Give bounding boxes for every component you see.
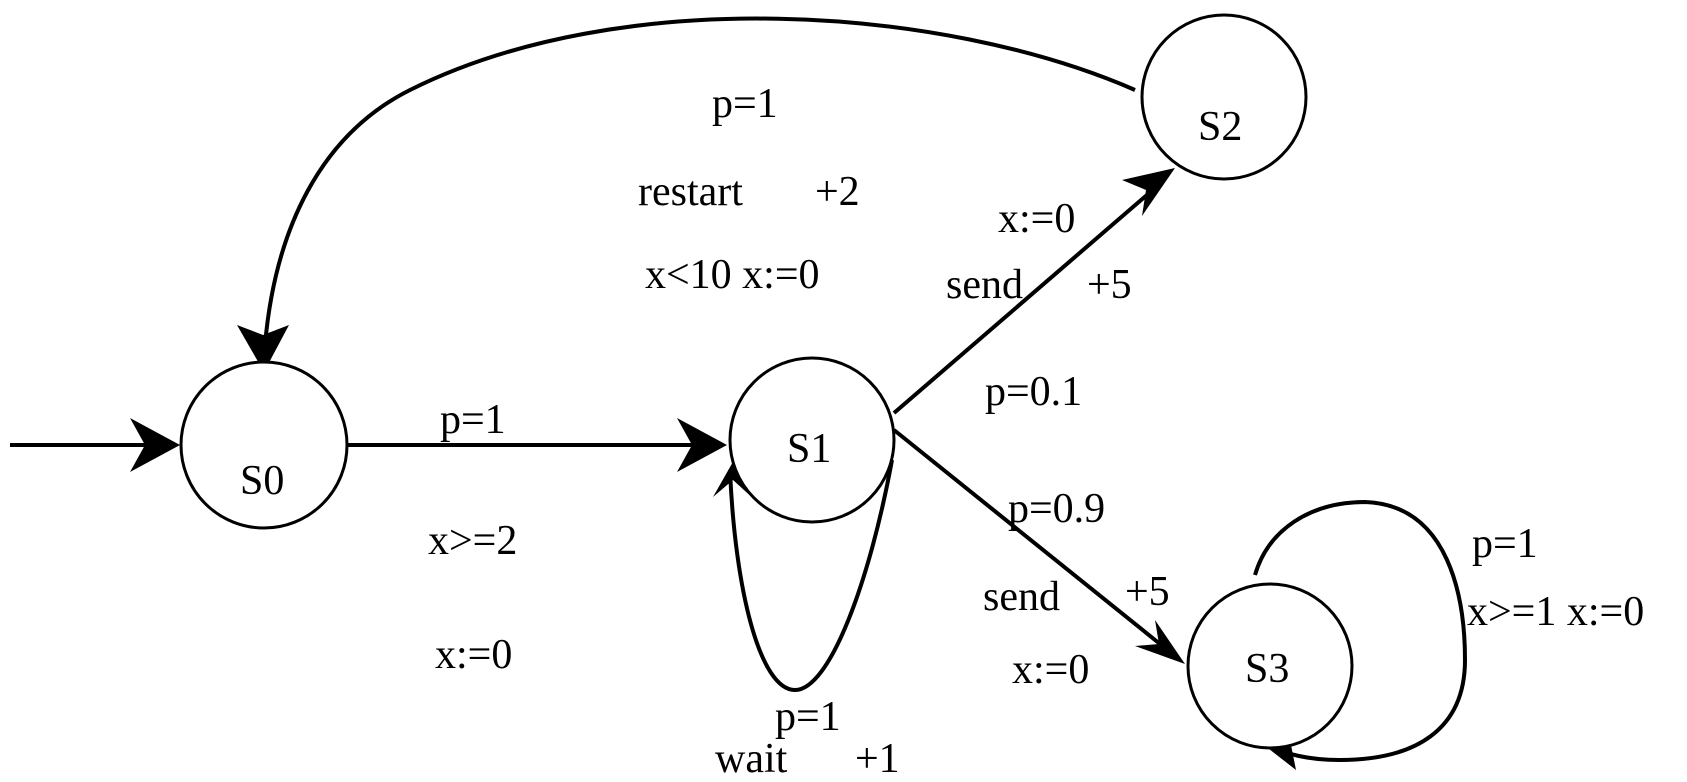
edge-s1-s2 <box>892 186 1157 415</box>
s1-loop-prob: p=1 <box>775 694 841 740</box>
edge-s1-self-loop <box>728 459 894 693</box>
s1-s3-prob: p=0.9 <box>1008 486 1105 532</box>
state-s1 <box>728 356 896 524</box>
s1-s2-action: send <box>946 262 1023 308</box>
state-s2-label: S2 <box>1198 104 1242 150</box>
s3-loop-prob: p=1 <box>1472 521 1538 567</box>
s1-s2-reward: +5 <box>1087 262 1132 308</box>
s1-s3-reward: +5 <box>1125 569 1170 615</box>
edge-s0-s1-arrowhead <box>677 418 727 472</box>
edge-s1-s3-arrowhead <box>1135 620 1185 664</box>
s0-s1-guard: x>=2 <box>428 518 517 564</box>
state-s0-label: S0 <box>240 458 284 504</box>
state-s2 <box>1140 13 1308 181</box>
s2-s0-guard-update: x<10 x:=0 <box>645 252 820 298</box>
s2-s0-prob: p=1 <box>712 81 778 127</box>
edge-s3-self-loop <box>1253 499 1468 763</box>
s0-s1-update: x:=0 <box>435 632 512 678</box>
s1-s2-prob: p=0.1 <box>985 369 1082 415</box>
initial-arrowhead <box>130 418 180 472</box>
s1-loop-action: wait <box>715 736 788 782</box>
state-s1-label: S1 <box>787 426 831 472</box>
s0-s1-prob: p=1 <box>440 397 506 443</box>
s1-s3-action: send <box>983 574 1060 620</box>
s1-loop-reward: +1 <box>855 736 900 782</box>
edge-s1-s2-arrowhead <box>1122 168 1175 216</box>
edge-s2-s0-arrowhead <box>237 325 289 372</box>
state-s3 <box>1186 582 1354 750</box>
s3-loop-guard-update: x>=1 x:=0 <box>1467 589 1644 635</box>
edge-s2-s0 <box>263 16 1136 346</box>
s2-s0-reward: +2 <box>815 169 860 215</box>
edge-s1-s3 <box>892 428 1167 650</box>
state-s0 <box>179 360 349 530</box>
s1-s2-update: x:=0 <box>998 196 1075 242</box>
state-s3-label: S3 <box>1245 646 1289 692</box>
s1-s3-update: x:=0 <box>1012 647 1089 693</box>
s2-s0-action: restart <box>638 169 743 215</box>
